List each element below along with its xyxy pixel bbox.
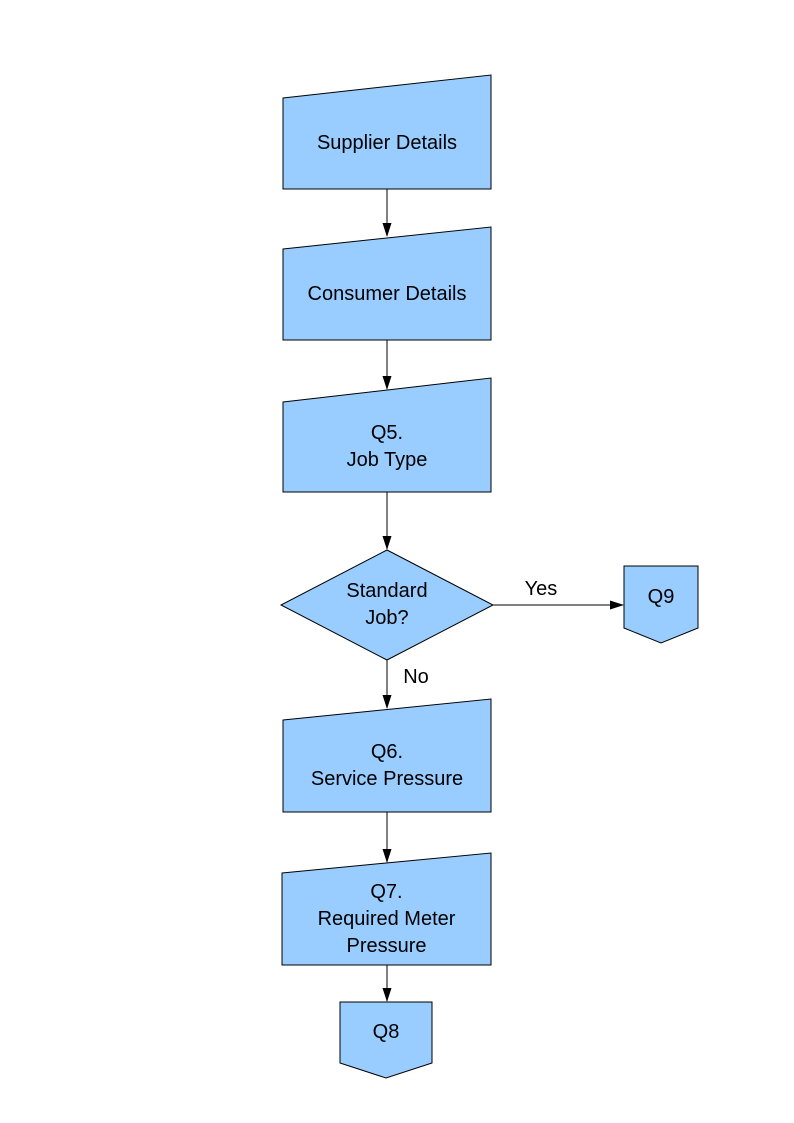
supplier-details-shape — [282, 74, 492, 190]
consumer-details-shape — [282, 226, 492, 341]
standard-job-decision-shape — [279, 549, 495, 661]
q8-offpage-connector-shape — [339, 1001, 433, 1079]
q7-required-meter-pressure-shape — [281, 852, 492, 966]
q9-offpage-connector-shape — [623, 565, 699, 644]
q6-service-pressure-shape — [282, 698, 492, 813]
q5-job-type-shape — [282, 377, 492, 493]
